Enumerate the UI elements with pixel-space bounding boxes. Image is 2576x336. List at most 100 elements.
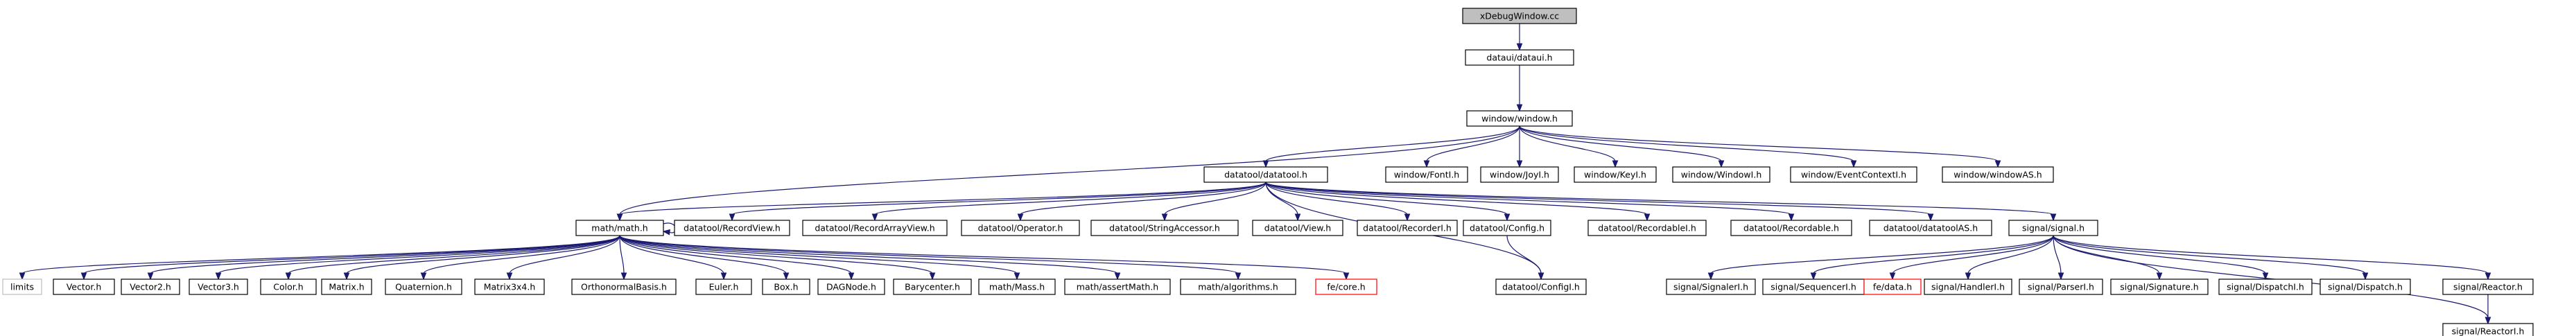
edge-signal-to-sequencerI [1810, 235, 2054, 281]
arrowhead [929, 272, 936, 281]
arrowhead [1788, 213, 1795, 222]
node-label: DAGNode.h [826, 282, 876, 292]
node-windowI[interactable]: window/WindowI.h [1672, 166, 1770, 183]
node-label: datatool/RecordArrayView.h [815, 223, 934, 233]
node-reactor[interactable]: signal/Reactor.h [2442, 278, 2534, 295]
node-datatoolAS[interactable]: datatool/datatoolAS.h [1869, 220, 1992, 236]
node-barycenter[interactable]: Barycenter.h [893, 278, 972, 295]
node-box [1385, 166, 1468, 183]
node-label: math/math.h [591, 223, 647, 233]
node-math[interactable]: math/math.h [575, 220, 664, 236]
node-box [2218, 278, 2313, 295]
node-box [1466, 110, 1573, 127]
node-dataui[interactable]: dataui/dataui.h [1465, 49, 1574, 66]
node-mass[interactable]: math/Mass.h [978, 278, 1056, 295]
node-box [2008, 220, 2098, 236]
node-label: signal/HandlerI.h [1931, 282, 2005, 292]
node-configI[interactable]: datatool/ConfigI.h [1495, 278, 1587, 295]
node-limits[interactable]: limits [2, 278, 42, 295]
node-box [2320, 278, 2411, 295]
node-box [1672, 166, 1770, 183]
node-reactorI[interactable]: signal/ReactorI.h [2442, 323, 2534, 336]
arrowhead [2050, 213, 2057, 222]
node-box [893, 278, 972, 295]
node-box [2442, 278, 2534, 295]
node-view[interactable]: datatool/View.h [1252, 220, 1343, 236]
node-eventContextI[interactable]: window/EventContextI.h [1790, 166, 1917, 183]
node-recordArrayView[interactable]: datatool/RecordArrayView.h [802, 220, 948, 236]
node-assertMath[interactable]: math/assertMath.h [1064, 278, 1171, 295]
edge-line [619, 235, 852, 274]
node-algorithms[interactable]: math/algorithms.h [1180, 278, 1296, 295]
node-config[interactable]: datatool/Config.h [1463, 220, 1551, 236]
arrowhead [1516, 104, 1523, 112]
node-label: signal/ReactorI.h [2452, 326, 2525, 336]
node-windowAS[interactable]: window/windowAS.h [1942, 166, 2054, 183]
edge-signal-to-dispatchI [2053, 235, 2269, 281]
node-vector[interactable]: Vector.h [53, 278, 115, 295]
node-matrix3x4[interactable]: Matrix3x4.h [474, 278, 545, 295]
arrowhead [19, 272, 26, 281]
node-orthonormalBasis[interactable]: OrthonormalBasis.h [571, 278, 677, 295]
node-keyI[interactable]: window/KeyI.h [1574, 166, 1657, 183]
node-recorderI[interactable]: datatool/RecorderI.h [1357, 220, 1458, 236]
edge-line [1519, 125, 1616, 162]
node-datatool[interactable]: datatool/datatool.h [1203, 166, 1328, 183]
node-label: datatool/RecorderI.h [1363, 223, 1452, 233]
node-signalerI[interactable]: signal/SignalerI.h [1666, 278, 1756, 295]
node-dispatch[interactable]: signal/Dispatch.h [2320, 278, 2411, 295]
edge-line [1506, 235, 1542, 274]
node-signal[interactable]: signal/signal.h [2008, 220, 2098, 236]
arrowhead [871, 213, 878, 222]
node-feCore[interactable]: fe/core.h [1315, 278, 1377, 295]
node-box [1790, 166, 1917, 183]
node-stringAccessor[interactable]: datatool/StringAccessor.h [1090, 220, 1239, 236]
node-vector3[interactable]: Vector3.h [189, 278, 248, 295]
node-recordView[interactable]: datatool/RecordView.h [674, 220, 790, 236]
edge-datatool-to-recordView [729, 182, 1267, 222]
node-label: datatool/Operator.h [978, 223, 1063, 233]
node-sequencerI[interactable]: signal/SequencerI.h [1762, 278, 1865, 295]
node-window[interactable]: window/window.h [1466, 110, 1573, 127]
edge-line [1020, 182, 1267, 215]
edge-line [619, 235, 1239, 274]
arrowhead [1262, 160, 1269, 168]
node-box [802, 220, 948, 236]
edge-line [1519, 125, 1999, 162]
node-dagNode[interactable]: DAGNode.h [817, 278, 885, 295]
node-joyI[interactable]: window/JoyI.h [1480, 166, 1559, 183]
node-euler[interactable]: Euler.h [695, 278, 752, 295]
edge-signal-to-signalerI [1707, 235, 2054, 281]
node-label: datatool/StringAccessor.h [1109, 223, 1220, 233]
edge-line [1265, 182, 1408, 215]
node-vector2[interactable]: Vector2.h [121, 278, 180, 295]
node-color[interactable]: Color.h [260, 278, 317, 295]
node-handlerI[interactable]: signal/HandlerI.h [1924, 278, 2012, 295]
node-box [1869, 220, 1992, 236]
node-box [762, 278, 810, 295]
node-root[interactable]: xDebugWindow.cc [1462, 8, 1577, 24]
node-operator[interactable]: datatool/Operator.h [961, 220, 1080, 236]
arrowhead [1927, 213, 1934, 222]
node-dispatchI[interactable]: signal/DispatchI.h [2218, 278, 2313, 295]
node-fontI[interactable]: window/FontI.h [1385, 166, 1468, 183]
edge-window-to-eventContextI [1519, 125, 1857, 168]
edge-math-to-color [285, 235, 620, 281]
node-feData[interactable]: fe/data.h [1863, 278, 1922, 295]
node-box [1495, 278, 1587, 295]
edge-datatool-to-config [1265, 182, 1511, 222]
node-parserI[interactable]: signal/ParserI.h [2019, 278, 2103, 295]
edge-reactor-to-reactorI [2484, 294, 2491, 325]
node-box[interactable]: Box.h [762, 278, 810, 295]
node-signature[interactable]: signal/Signature.h [2110, 278, 2209, 295]
node-label: datatool/View.h [1264, 223, 1331, 233]
arrowhead [1423, 160, 1430, 168]
node-label: datatool/Recordable.h [1743, 223, 1839, 233]
edge-math-to-barycenter [619, 235, 936, 281]
node-quaternion[interactable]: Quaternion.h [385, 278, 462, 295]
node-box [961, 220, 1080, 236]
node-recordableI[interactable]: datatool/RecordableI.h [1587, 220, 1707, 236]
edge-line [288, 235, 620, 274]
node-recordable[interactable]: datatool/Recordable.h [1730, 220, 1852, 236]
node-matrix[interactable]: Matrix.h [321, 278, 372, 295]
